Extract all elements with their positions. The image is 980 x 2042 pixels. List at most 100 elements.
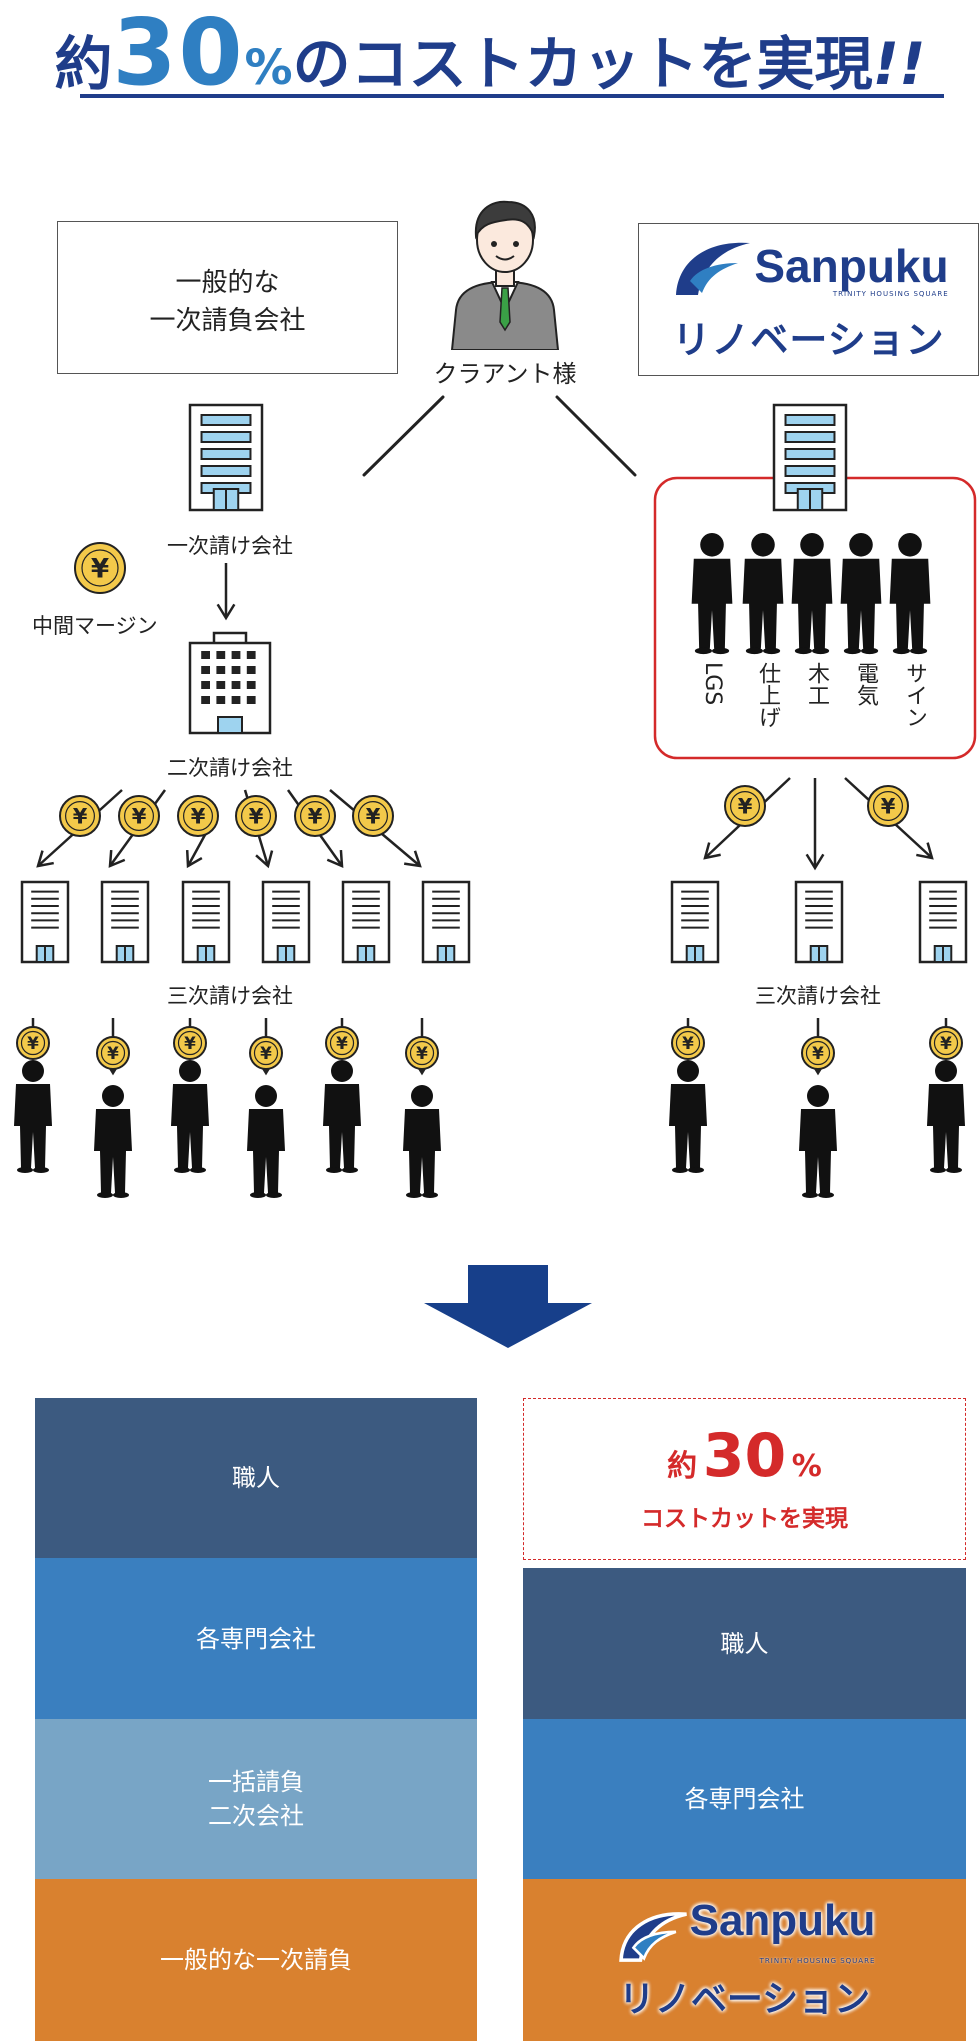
svg-text:¥: ¥ <box>191 805 206 829</box>
svg-text:¥: ¥ <box>249 805 264 829</box>
left-block-specialist: 各専門会社 <box>35 1558 477 1719</box>
saving-percent: % <box>791 1449 822 1484</box>
trade-label-wood: 木工 <box>804 662 829 706</box>
saving-number: 30 <box>702 1421 787 1491</box>
tertiary-building-icon-right-3 <box>918 880 968 964</box>
client-connector-right <box>555 395 637 477</box>
svg-text:¥: ¥ <box>366 805 381 829</box>
left-block-secondary: 一括請負 二次会社 <box>35 1719 477 1879</box>
in-house-worker-5 <box>889 533 931 655</box>
svg-text:¥: ¥ <box>416 1043 428 1063</box>
yen-coin-icon-left-5: ¥ <box>294 795 336 837</box>
in-house-worker-1 <box>691 533 733 655</box>
sanpuku-sub-bottom: リノベーション <box>618 1979 871 2020</box>
svg-text:¥: ¥ <box>107 1043 119 1063</box>
yen-coin-icon-left-4: ¥ <box>235 795 277 837</box>
down-arrow-icon <box>424 1265 592 1348</box>
margin-yen-coin-icon: ¥ <box>74 542 126 594</box>
yen-coin-icon-worker-left-4: ¥ <box>249 1036 283 1070</box>
heading-exclamation: !! <box>872 30 926 98</box>
left-block-craftsman: 職人 <box>35 1398 477 1558</box>
svg-text:¥: ¥ <box>881 795 896 819</box>
client-person-icon <box>450 200 560 350</box>
general-contractor-line1: 一般的な <box>175 268 280 298</box>
general-contractor-box: 一般的な 一次請負会社 <box>57 221 398 374</box>
svg-text:¥: ¥ <box>940 1033 952 1053</box>
tertiary-building-icon-right-2 <box>794 880 844 964</box>
saving-pre: 約 <box>667 1449 698 1484</box>
yen-coin-icon-left-1: ¥ <box>59 795 101 837</box>
tertiary-contractor-label-right: 三次請け会社 <box>755 984 881 1008</box>
general-contractor-line2: 一次請負会社 <box>149 306 306 336</box>
svg-text:¥: ¥ <box>738 795 753 819</box>
yen-coin-icon-worker-left-6: ¥ <box>405 1036 439 1070</box>
client-connector-left <box>362 395 445 477</box>
secondary-contractor-building-icon <box>188 631 272 735</box>
right-block-specialist: 各専門会社 <box>523 1719 966 1879</box>
primary-contractor-building-icon <box>188 403 264 512</box>
secondary-contractor-label: 二次請け会社 <box>167 756 293 780</box>
yen-coin-icon-worker-left-5: ¥ <box>325 1026 359 1060</box>
tertiary-building-icon-left-3 <box>181 880 231 964</box>
margin-label: 中間マージン <box>32 614 158 638</box>
sanpuku-logo: Sanpuku TRINITY HOUSING SQUARE リノベーション <box>639 224 978 375</box>
worker-silhouette-left-5 <box>323 1060 361 1173</box>
trade-label-lgs: LGS <box>700 662 725 706</box>
primary-contractor-label: 一次請け会社 <box>167 534 293 558</box>
sanpuku-swoosh-icon-bottom <box>618 1912 687 1962</box>
yen-coin-icon-right-1: ¥ <box>724 785 766 827</box>
yen-coin-icon-left-6: ¥ <box>352 795 394 837</box>
yen-coin-icon-right-2: ¥ <box>867 785 909 827</box>
svg-text:¥: ¥ <box>308 805 323 829</box>
in-house-worker-4 <box>840 533 882 655</box>
right-block-craftsman: 職人 <box>523 1568 966 1719</box>
yen-coin-icon-left-3: ¥ <box>177 795 219 837</box>
worker-silhouette-left-4 <box>247 1085 285 1198</box>
structure-diagram: ¥ ¥ ¥ ¥ ¥ ¥ ¥ ¥ ¥ ¥ ¥ ¥ ¥ ¥ ¥ ¥ ¥ ¥ <box>14 395 977 1348</box>
saving-callout: 約 30 % コストカットを実現 <box>523 1398 966 1560</box>
worker-silhouette-left-1 <box>14 1060 52 1173</box>
svg-text:¥: ¥ <box>91 555 109 585</box>
left-block-general: 一般的な一次請負 <box>35 1879 477 2041</box>
svg-text:¥: ¥ <box>132 805 147 829</box>
trade-label-finish: 仕上げ <box>755 662 780 728</box>
worker-silhouette-right-1 <box>669 1060 707 1173</box>
worker-silhouette-left-6 <box>403 1085 441 1198</box>
in-house-worker-3 <box>791 533 833 655</box>
svg-text:¥: ¥ <box>682 1033 694 1053</box>
primary-to-secondary-arrow <box>216 563 236 621</box>
worker-silhouette-left-2 <box>94 1085 132 1198</box>
sanpuku-building-icon <box>772 403 848 512</box>
sanpuku-swoosh-icon <box>676 242 751 295</box>
heading-percent: % <box>244 40 293 96</box>
svg-text:¥: ¥ <box>812 1043 824 1063</box>
heading-pre: 約 <box>54 30 113 98</box>
tertiary-building-icon-right-1 <box>670 880 720 964</box>
yen-coin-icon-worker-left-2: ¥ <box>96 1036 130 1070</box>
heading-number: 30 <box>112 0 245 106</box>
sanpuku-box: Sanpuku TRINITY HOUSING SQUARE リノベーション <box>638 223 979 376</box>
heading-post: のコストカットを実現 <box>292 30 873 98</box>
yen-coin-icon-worker-right-2: ¥ <box>801 1036 835 1070</box>
in-house-worker-2 <box>742 533 784 655</box>
svg-text:¥: ¥ <box>260 1043 272 1063</box>
yen-coin-icon-worker-left-3: ¥ <box>173 1026 207 1060</box>
right-block-sanpuku: Sanpuku TRINITY HOUSING SQUARE リノベーション <box>523 1879 966 2041</box>
svg-text:¥: ¥ <box>27 1033 39 1053</box>
sanpuku-sub: リノベーション <box>672 318 945 362</box>
tertiary-building-icon-left-4 <box>261 880 311 964</box>
svg-text:¥: ¥ <box>184 1033 196 1053</box>
yen-coin-icon-worker-right-1: ¥ <box>671 1026 705 1060</box>
sanpuku-name-bottom: Sanpuku <box>689 1896 876 1945</box>
tertiary-building-icon-left-6 <box>421 880 471 964</box>
tertiary-building-icon-left-2 <box>100 880 150 964</box>
sanpuku-name: Sanpuku <box>754 240 949 292</box>
main-heading: 約30%のコストカットを実現!! <box>0 7 980 107</box>
sanpuku-tagline: TRINITY HOUSING SQUARE <box>832 290 949 298</box>
tertiary-building-icon-left-1 <box>20 880 70 964</box>
sanpuku-to-tertiary-arrow-2 <box>805 778 825 871</box>
sanpuku-tagline-bottom: TRINITY HOUSING SQUARE <box>759 1957 876 1965</box>
yen-coin-icon-left-2: ¥ <box>118 795 160 837</box>
svg-text:¥: ¥ <box>73 805 88 829</box>
tertiary-contractor-label-left: 三次請け会社 <box>167 984 293 1008</box>
